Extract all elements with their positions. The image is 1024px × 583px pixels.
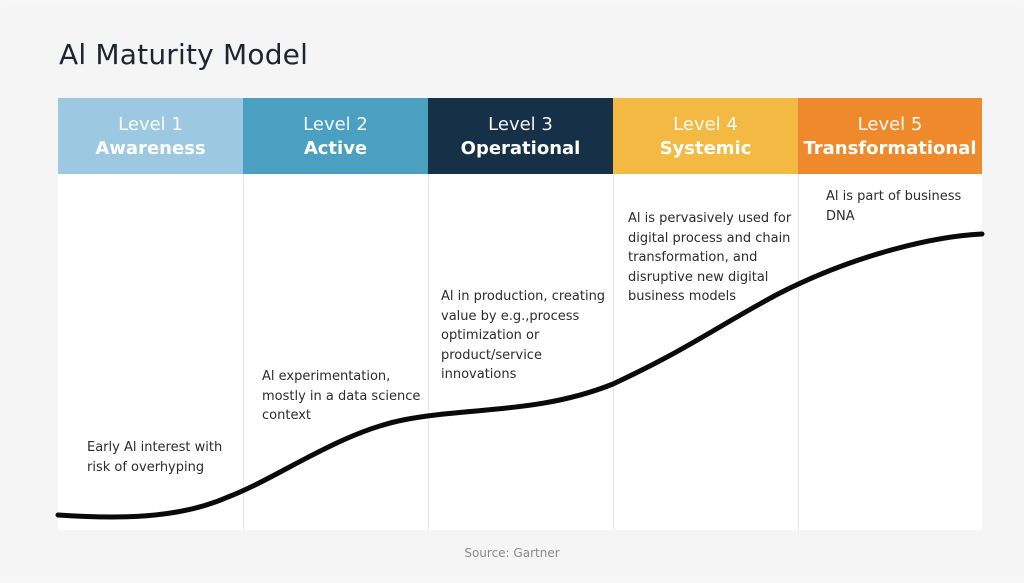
level-5-description: Al is part of business DNA: [826, 189, 962, 224]
level-1-description: Early Al interest with risk of overhypin…: [87, 440, 223, 475]
level-3-description: Al in production, creating value by e.g.…: [441, 289, 606, 382]
level-4-description: Al is pervasively used for digital proce…: [628, 211, 792, 304]
level-1-header: Level 1 Awareness: [58, 98, 243, 174]
level-3-number: Level 3: [488, 114, 553, 135]
slide: Al Maturity Model Level 1 Awareness Leve…: [6, 6, 1018, 577]
source-note: Source: Gartner: [464, 546, 560, 560]
level-2-header: Level 2 Active: [243, 98, 428, 174]
level-4-name: Systemic: [659, 138, 752, 159]
level-3-name: Operational: [460, 138, 581, 159]
level-4-number: Level 4: [673, 114, 738, 135]
level-5-number: Level 5: [857, 114, 923, 135]
level-2-number: Level 2: [303, 114, 368, 135]
maturity-curve-line: [55, 231, 985, 520]
column-divider: [798, 174, 799, 530]
column-divider: [428, 174, 429, 530]
level-5-header: Level 5 Transformational: [798, 98, 982, 174]
level-2-description: Al experimentation, mostly in a data sci…: [262, 369, 421, 423]
column-divider: [243, 174, 244, 530]
column-divider: [613, 174, 614, 530]
level-4-header: Level 4 Systemic: [613, 98, 798, 174]
level-1-number: Level 1: [118, 114, 183, 135]
page-title: Al Maturity Model: [59, 38, 309, 71]
level-2-name: Active: [303, 138, 368, 159]
level-1-name: Awareness: [95, 138, 206, 159]
maturity-curve: [55, 231, 985, 520]
level-3-header: Level 3 Operational: [428, 98, 613, 174]
maturity-board: Level 1 Awareness Level 2 Active Level 3…: [55, 98, 985, 530]
level-5-name: Transformational: [803, 138, 977, 159]
